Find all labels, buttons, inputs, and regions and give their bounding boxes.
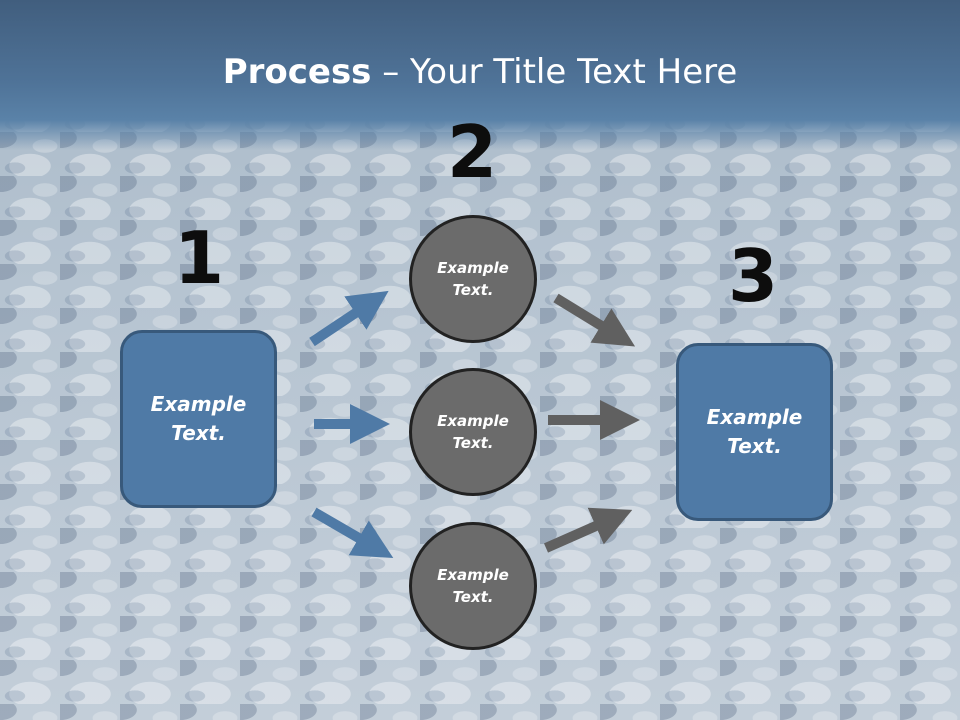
step-number-3: 3	[727, 234, 779, 318]
circle-middle-label: Example Text.	[437, 411, 509, 453]
step-number-1: 1	[173, 216, 225, 300]
left-process-box: Example Text.	[120, 330, 277, 508]
arrow-bottom-to-right	[543, 507, 633, 553]
arrow-top-to-right	[553, 293, 636, 347]
arrow-left-to-bottom	[311, 507, 394, 559]
circle-bottom: Example Text.	[409, 522, 537, 650]
step-number-2: 2	[446, 110, 498, 194]
title-rest: – Your Title Text Here	[371, 52, 738, 92]
title-bold: Process	[222, 52, 372, 92]
circle-top: Example Text.	[409, 215, 537, 343]
circle-top-label: Example Text.	[437, 258, 509, 300]
right-process-box: Example Text.	[676, 343, 833, 521]
circle-middle: Example Text.	[409, 368, 537, 496]
circle-bottom-label: Example Text.	[437, 565, 509, 607]
title-band	[0, 0, 960, 150]
right-box-label: Example Text.	[706, 405, 803, 458]
slide-title: Process – Your Title Text Here	[0, 52, 960, 92]
left-box-label: Example Text.	[150, 392, 247, 445]
arrow-left-to-top	[309, 290, 389, 347]
